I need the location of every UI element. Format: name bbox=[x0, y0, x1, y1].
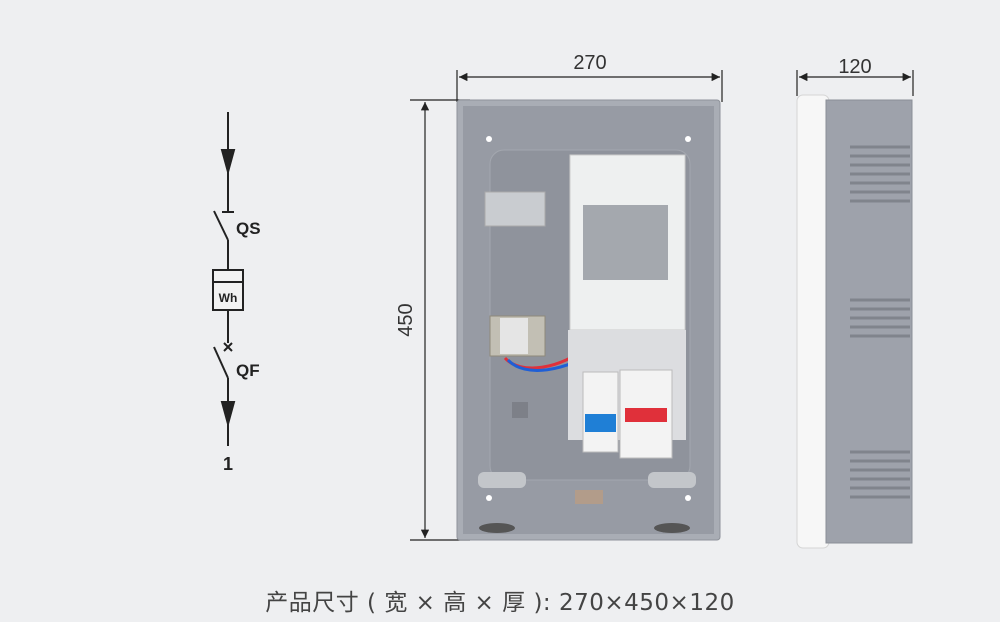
width-value: 270 bbox=[573, 52, 606, 74]
single-line-schematic bbox=[212, 112, 244, 446]
width-dimension bbox=[456, 70, 723, 102]
product-size-caption: 产品尺寸 ( 宽 × 高 × 厚 ): 270×450×120 bbox=[265, 590, 735, 616]
disconnect-switch-symbol bbox=[213, 210, 229, 241]
arrow-down-icon bbox=[220, 401, 236, 428]
depth-value: 120 bbox=[838, 56, 871, 78]
depth-dimension bbox=[796, 70, 914, 96]
circuit-number: 1 bbox=[223, 454, 233, 474]
energy-meter-symbol bbox=[212, 269, 244, 311]
circuit-breaker-symbol bbox=[213, 346, 229, 379]
circuit-breaker bbox=[582, 371, 619, 453]
enclosure-side-view bbox=[796, 94, 913, 549]
enclosure-front-view bbox=[456, 99, 721, 541]
wh-label: Wh bbox=[219, 291, 238, 305]
breaker-x-mark bbox=[223, 342, 233, 352]
height-value: 450 bbox=[395, 303, 417, 336]
arrow-down-icon bbox=[220, 149, 236, 176]
qs-label: QS bbox=[236, 219, 261, 238]
qf-label: QF bbox=[236, 361, 260, 380]
